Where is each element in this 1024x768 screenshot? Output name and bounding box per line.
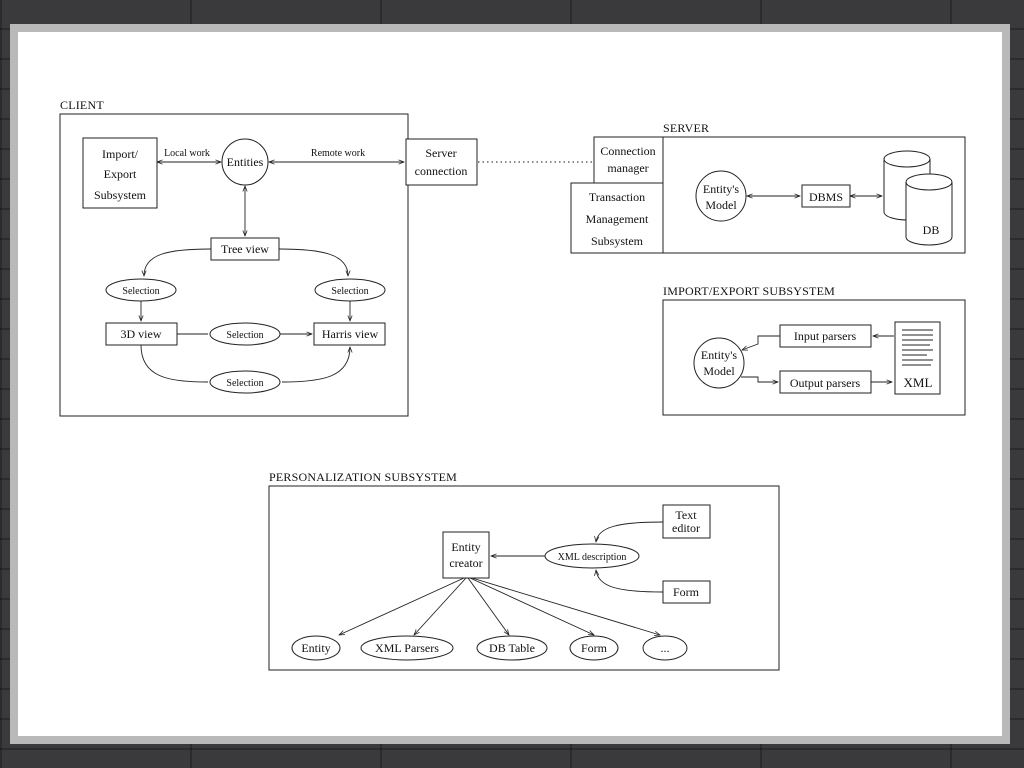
ie-entity-model-line-1: Entity's bbox=[701, 348, 737, 362]
entities-label: Entities bbox=[227, 155, 264, 169]
3d-to-selection-bottom-line bbox=[140, 344, 209, 383]
xml-document-icon: XML bbox=[894, 321, 941, 395]
output-entity-label: Entity bbox=[301, 641, 330, 655]
tree-view-box: Tree view bbox=[210, 237, 280, 261]
ie-entity-model-line-2: Model bbox=[703, 364, 735, 378]
text-editor-box: Text editor bbox=[662, 504, 711, 539]
creator-to-entity-arrow bbox=[339, 577, 465, 635]
entity-creator-box: Entity creator bbox=[442, 531, 490, 579]
output-xml-parsers-label: XML Parsers bbox=[375, 641, 439, 655]
import-export-line-3: Subsystem bbox=[94, 188, 147, 202]
input-parsers-box: Input parsers bbox=[779, 324, 872, 348]
import-export-line-1: Import/ bbox=[102, 147, 139, 161]
text-editor-to-xml-arrow bbox=[596, 521, 664, 542]
personalization-frame bbox=[268, 485, 780, 671]
transaction-line-1: Transaction bbox=[589, 190, 645, 204]
output-parsers-label: Output parsers bbox=[790, 376, 861, 390]
output-form-node: Form bbox=[569, 635, 619, 661]
db-label: DB bbox=[923, 223, 940, 237]
output-more-node: ... bbox=[642, 635, 688, 661]
form-to-xml-arrow bbox=[596, 570, 664, 593]
selection-left-label: Selection bbox=[122, 286, 159, 297]
xml-description-label: XML description bbox=[558, 552, 627, 563]
transaction-line-2: Management bbox=[586, 212, 649, 226]
text-editor-line-1: Text bbox=[675, 508, 697, 522]
output-more-label: ... bbox=[661, 641, 670, 655]
3d-view-box: 3D view bbox=[105, 322, 178, 346]
output-db-table-node: DB Table bbox=[476, 635, 548, 661]
entities-node: Entities bbox=[221, 138, 269, 186]
text-editor-line-2: editor bbox=[672, 521, 700, 535]
creator-to-xml-parsers-arrow bbox=[414, 577, 467, 635]
import-export-subsystem-title: IMPORT/EXPORT SUBSYSTEM bbox=[663, 284, 835, 298]
harris-view-label: Harris view bbox=[322, 327, 379, 341]
dbms-label: DBMS bbox=[809, 190, 843, 204]
server-connection-line-2: connection bbox=[415, 164, 468, 178]
diagram-page: CLIENT Import/ Export Subsystem Local wo… bbox=[18, 32, 1002, 736]
selection-bottom-node: Selection bbox=[209, 370, 281, 394]
db-icon: DB bbox=[883, 150, 953, 246]
tree-to-selection-right-arrow bbox=[278, 248, 348, 276]
server-entity-model-line-2: Model bbox=[705, 198, 737, 212]
harris-view-box: Harris view bbox=[313, 322, 386, 346]
server-entity-model-node: Entity's Model bbox=[695, 170, 747, 222]
import-export-box: Import/ Export Subsystem bbox=[82, 137, 158, 209]
local-work-label: Local work bbox=[164, 148, 210, 159]
selection-middle-node: Selection bbox=[209, 322, 281, 346]
form-input-label: Form bbox=[673, 585, 700, 599]
dbms-box: DBMS bbox=[801, 184, 851, 208]
selection-left-node: Selection bbox=[105, 278, 177, 302]
input-parsers-label: Input parsers bbox=[794, 329, 857, 343]
tree-to-selection-left-arrow bbox=[144, 248, 212, 276]
selection-right-label: Selection bbox=[331, 286, 368, 297]
output-parsers-box: Output parsers bbox=[779, 370, 872, 394]
tree-view-label: Tree view bbox=[221, 242, 269, 256]
server-connection-box: Server connection bbox=[405, 138, 478, 186]
form-input-box: Form bbox=[662, 580, 711, 604]
connection-manager-line-1: Connection bbox=[600, 144, 655, 158]
transaction-management-box: Transaction Management Subsystem bbox=[570, 182, 664, 254]
server-connection-line-1: Server bbox=[425, 146, 456, 160]
selection-bottom-label: Selection bbox=[226, 378, 263, 389]
remote-work-label: Remote work bbox=[311, 148, 365, 159]
harris-to-selection-bottom-arrow bbox=[281, 347, 350, 383]
import-export-line-2: Export bbox=[104, 167, 137, 181]
creator-to-db-table-arrow bbox=[467, 577, 509, 635]
ie-entity-model-node: Entity's Model bbox=[693, 337, 745, 389]
connection-manager-line-2: manager bbox=[607, 161, 648, 175]
entity-creator-line-1: Entity bbox=[451, 540, 480, 554]
model-to-output-parsers-arrow bbox=[741, 376, 778, 382]
xml-label: XML bbox=[904, 375, 933, 390]
connection-manager-box: Connection manager bbox=[593, 136, 664, 184]
output-form-label: Form bbox=[581, 641, 608, 655]
output-xml-parsers-node: XML Parsers bbox=[360, 635, 454, 661]
slide-frame: CLIENT Import/ Export Subsystem Local wo… bbox=[10, 24, 1010, 744]
xml-description-node: XML description bbox=[544, 543, 640, 569]
entity-creator-line-2: creator bbox=[449, 556, 482, 570]
input-parsers-to-model-arrow bbox=[742, 335, 780, 350]
client-title: CLIENT bbox=[60, 98, 104, 112]
output-entity-node: Entity bbox=[291, 635, 341, 661]
personalization-title: PERSONALIZATION SUBSYSTEM bbox=[269, 470, 457, 484]
architecture-diagram: CLIENT Import/ Export Subsystem Local wo… bbox=[59, 98, 966, 671]
selection-right-node: Selection bbox=[314, 278, 386, 302]
server-entity-model-line-1: Entity's bbox=[703, 182, 739, 196]
client-frame bbox=[59, 113, 409, 417]
selection-middle-label: Selection bbox=[226, 330, 263, 341]
transaction-line-3: Subsystem bbox=[591, 234, 644, 248]
3d-view-label: 3D view bbox=[121, 327, 162, 341]
import-export-subsystem-frame bbox=[662, 299, 966, 416]
creator-to-form-arrow bbox=[469, 577, 594, 635]
server-title: SERVER bbox=[663, 121, 709, 135]
creator-to-more-arrow bbox=[471, 577, 660, 635]
output-db-table-label: DB Table bbox=[489, 641, 535, 655]
